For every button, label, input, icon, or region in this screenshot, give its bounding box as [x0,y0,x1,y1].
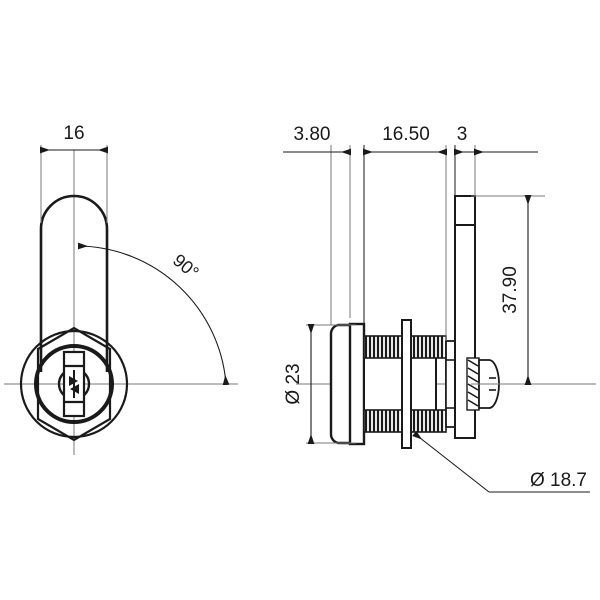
left-view-group: 16 90° [4,123,238,455]
dim-d187-label: Ø 18.7 [530,470,587,491]
dim-cam-width: 16 [40,123,108,223]
thread-band-upper-right [407,335,447,359]
head-flange [348,322,366,446]
right-view-group: 3.80 16.50 3 Ø 23 37.90 Ø 18. [283,124,596,493]
dim-thread-diameter: Ø 18.7 [412,430,590,493]
dim-3790-label: 37.90 [500,266,521,314]
dim-3-label: 3 [457,124,468,145]
center-collar-body [401,319,412,449]
dim-d23-label: Ø 23 [283,363,304,404]
thread-band-lower-left [363,409,403,433]
dim-cam-length: 37.90 [471,195,545,385]
hex-nut-outline [36,326,112,442]
dim-head-diameter: Ø 23 [283,324,356,444]
cam-arm-outline [39,194,109,372]
dim-row-horizontal: 3.80 16.50 3 [283,124,538,341]
thread-band-upper-left [363,335,403,359]
angle-arc [77,242,230,386]
dim-380-label: 3.80 [294,124,331,145]
dim-d187-leader [412,430,490,493]
thread-band-lower-right [407,409,447,433]
dim-1650-label: 16.50 [382,124,430,145]
dim-16-label: 16 [63,123,84,144]
